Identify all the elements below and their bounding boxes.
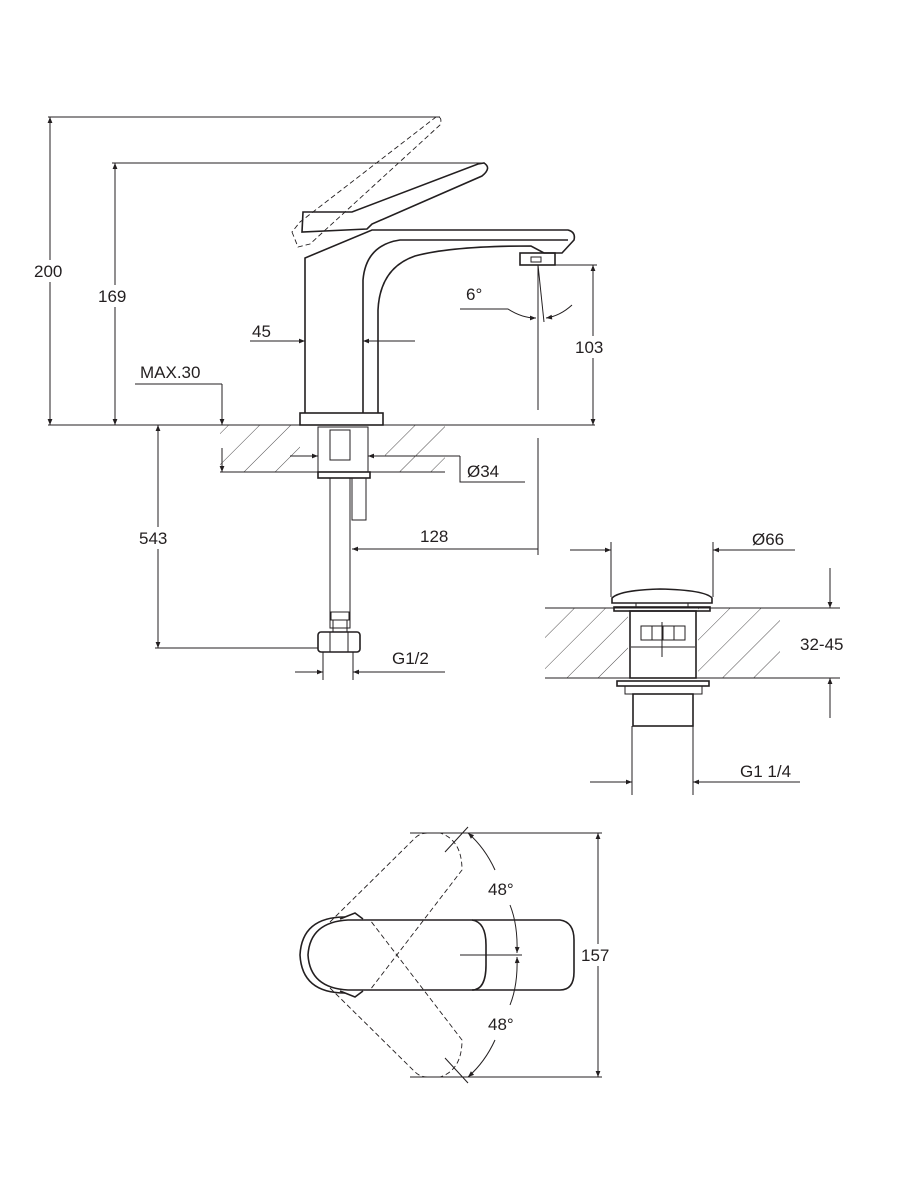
dim-g1-1-4: G1 1/4 [740,762,791,781]
drain-cap [611,588,713,604]
mounting-parts [317,426,371,653]
dim-32-45: 32-45 [800,635,843,654]
dim-diameter-66: Ø66 [752,530,784,549]
dim-diameter-34: Ø34 [467,462,499,481]
dim-45: 45 [252,322,271,341]
dim-543: 543 [139,529,167,548]
dim-169: 169 [98,287,126,306]
lever [301,162,489,233]
dim-103: 103 [575,338,603,357]
dim-max-30: MAX.30 [140,363,200,382]
dim-48-degree-upper: 48° [488,880,514,899]
hose-nut [317,631,361,653]
dim-200: 200 [34,262,62,281]
dim-48-degree-lower: 48° [488,1015,514,1034]
faucet-body [299,229,576,426]
side-view: 200 169 45 6° 103 MAX.30 Ø34 [30,116,616,680]
lever-top [307,919,575,991]
lever-ghost-upper [329,832,463,991]
hose [329,477,351,629]
top-view: 48° 48° 157 [299,826,622,1084]
dim-157: 157 [581,946,609,965]
lever-ghost-lower [329,919,463,1078]
dim-g1-2: G1/2 [392,649,429,668]
drain-view: Ø66 32-45 G1 1/4 [545,530,843,795]
dim-128: 128 [420,527,448,546]
dim-6-degree: 6° [466,285,482,304]
lever-open-ghost [291,116,442,248]
